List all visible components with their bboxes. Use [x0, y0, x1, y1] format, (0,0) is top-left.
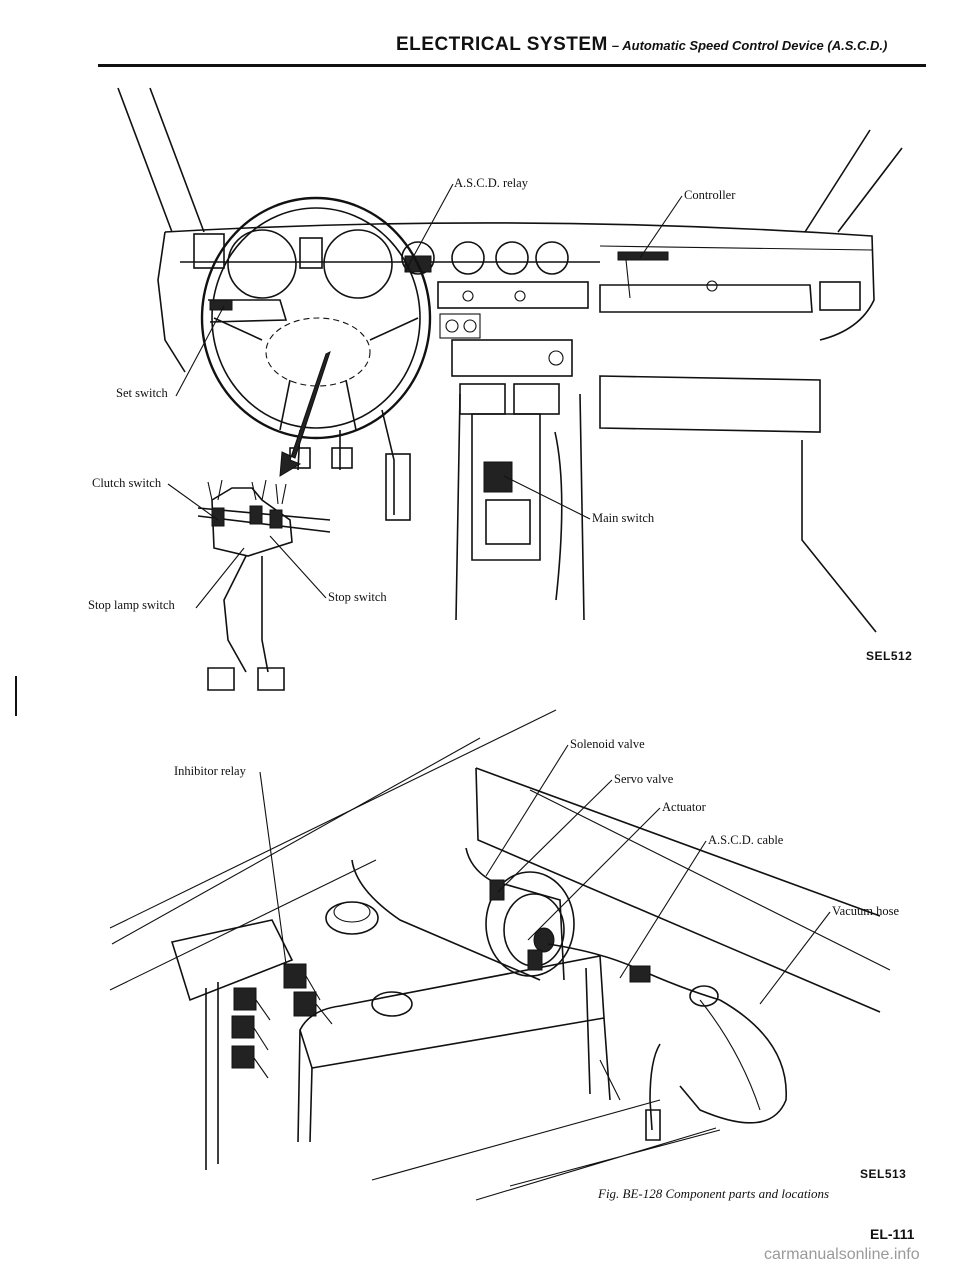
margin-mark: [15, 676, 17, 716]
clutch-switch-label: Clutch switch: [92, 476, 162, 490]
inhibitor-relay-label: Inhibitor relay: [174, 764, 246, 778]
figure-caption: Fig. BE-128 Component parts and location…: [598, 1186, 830, 1201]
page-number: EL-111: [870, 1226, 915, 1242]
header-title: ELECTRICAL SYSTEM: [396, 34, 608, 55]
ascd-cable-label: A.S.C.D. cable: [708, 833, 784, 847]
actuator-label: Actuator: [662, 800, 706, 814]
top-leader-lines: [167, 183, 683, 609]
bottom-leader-lines: [259, 744, 831, 1005]
ascd-relay-label: A.S.C.D. relay: [454, 176, 528, 190]
controller-label: Controller: [684, 188, 736, 202]
stop-lamp-switch-label: Stop lamp switch: [88, 598, 175, 612]
stop-switch-label: Stop switch: [328, 590, 387, 604]
engine-compartment-illustration: [109, 709, 891, 1201]
vacuum-hose-label: Vacuum hose: [832, 904, 899, 918]
dashboard-illustration: [117, 87, 903, 691]
figure-code-bottom: SEL513: [860, 1167, 907, 1181]
header-subtitle: – Automatic Speed Control Device (A.S.C.…: [611, 38, 888, 53]
page-header: ELECTRICAL SYSTEM – Automatic Speed Cont…: [396, 34, 887, 56]
solenoid-valve-label: Solenoid valve: [570, 737, 645, 751]
servo-valve-label: Servo valve: [614, 772, 674, 786]
figure-code-top: SEL512: [866, 649, 913, 663]
footer-watermark: carmanualsonline.info: [764, 1246, 920, 1263]
set-switch-label: Set switch: [116, 386, 168, 400]
main-switch-label: Main switch: [592, 511, 655, 525]
header-rule: [98, 64, 926, 67]
